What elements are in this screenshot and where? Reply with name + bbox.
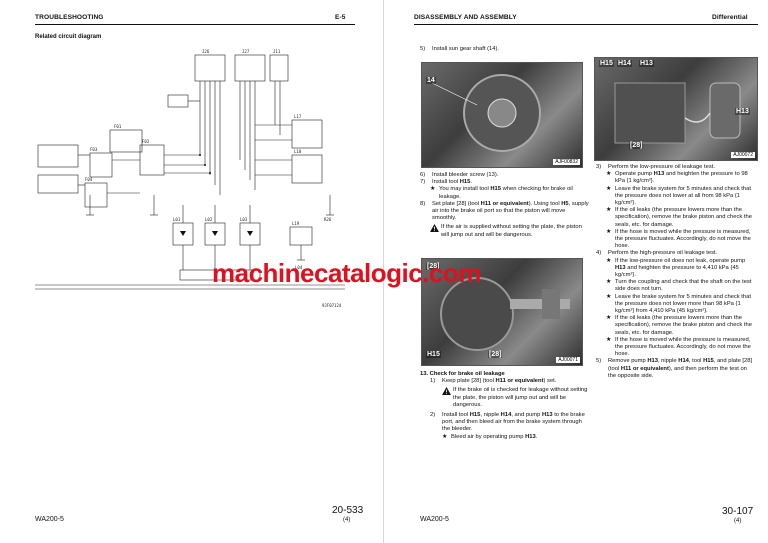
label-r26: R26: [324, 217, 332, 222]
warning-text-step13-1: If the brake oil is checked for leakage …: [453, 387, 588, 408]
figure-id: 9JF07124: [322, 303, 342, 308]
photo2-label-h13: H13: [639, 60, 654, 67]
photo2-code: AJ00072: [731, 152, 755, 158]
photo3-label-h15: H15: [426, 351, 441, 358]
steps-6-8: 6)Install bleeder screw (13). 7)Install …: [420, 172, 589, 238]
section-13-heading: 13. Check for brake oil leakage: [420, 371, 505, 377]
label-l03: L03: [240, 217, 248, 222]
photo-brake-test-setup: [28] H15 [28] AJ00071: [421, 258, 583, 366]
label-l01: L01: [173, 217, 181, 222]
photo2-label-h13-right: H13: [735, 108, 750, 115]
photo2-label-h14: H14: [617, 60, 632, 67]
label-f01: F01: [114, 124, 122, 129]
label-l18: L18: [294, 149, 302, 154]
label-l17: L17: [294, 114, 302, 119]
photo1-label-14: 14: [426, 77, 436, 84]
left-header-rule: [35, 24, 355, 25]
right-page: DISASSEMBLY AND ASSEMBLY Differential 5)…: [384, 0, 768, 543]
label-j27: J27: [242, 49, 250, 54]
left-footer-page: 20-533: [332, 505, 364, 516]
section-13-brake-oil-leakage: 13. Check for brake oil leakage 1)Keep p…: [420, 371, 590, 441]
left-page: TROUBLESHOOTING E-5 Related circuit diag…: [35, 14, 364, 523]
photo1-code: AJF00832: [553, 159, 580, 165]
page-divider: [383, 0, 384, 543]
left-footer-model: WA200-5: [35, 516, 64, 523]
left-header-section: E-5: [335, 14, 346, 21]
label-j26: J26: [202, 49, 210, 54]
watermark-text: machinecatalogic.com: [212, 258, 481, 288]
photo3-label-28-top: [28]: [426, 263, 441, 270]
label-f04: F04: [85, 177, 93, 182]
right-header-rule: [414, 24, 758, 25]
warning-icon: [430, 224, 439, 233]
warning-icon: [442, 387, 451, 396]
label-j11: J11: [273, 49, 281, 54]
steps-3-5-pressure-tests: 3)Perform the low-pressure oil leakage t…: [596, 164, 753, 379]
left-footer-revision: (4): [343, 517, 351, 523]
right-header-title: DISASSEMBLY AND ASSEMBLY: [414, 14, 517, 21]
photo2-label-28: [28]: [629, 142, 644, 149]
right-footer-model: WA200-5: [420, 516, 449, 523]
label-l04: L04: [295, 265, 303, 270]
step-5-sun-gear: 5)Install sun gear shaft (14).: [420, 46, 500, 52]
circuit-diagram: J26 J27 J11 F01 F02 F03 F04 L17 L18 L01 …: [35, 49, 345, 308]
diagram-subtitle: Related circuit diagram: [35, 34, 102, 40]
photo3-code: AJ00071: [556, 357, 580, 363]
label-l19: L19: [292, 221, 300, 226]
photo-sun-gear-shaft: 14 AJF00832: [421, 62, 583, 168]
label-l02: L02: [205, 217, 213, 222]
photo3-label-28: [28]: [488, 351, 503, 358]
label-f02: F02: [142, 139, 150, 144]
warning-text-step8: If the air is supplied without setting t…: [441, 224, 582, 238]
label-f03: F03: [90, 147, 98, 152]
photo2-label-h15: H15: [599, 60, 614, 67]
left-header-title: TROUBLESHOOTING: [35, 14, 104, 21]
right-footer-revision: (4): [734, 518, 742, 524]
right-footer-page: 30-107: [722, 506, 754, 517]
photo-pump-attached: H15 H14 H13 H13 [28] AJ00072: [594, 57, 758, 161]
right-header-section: Differential: [712, 14, 748, 21]
